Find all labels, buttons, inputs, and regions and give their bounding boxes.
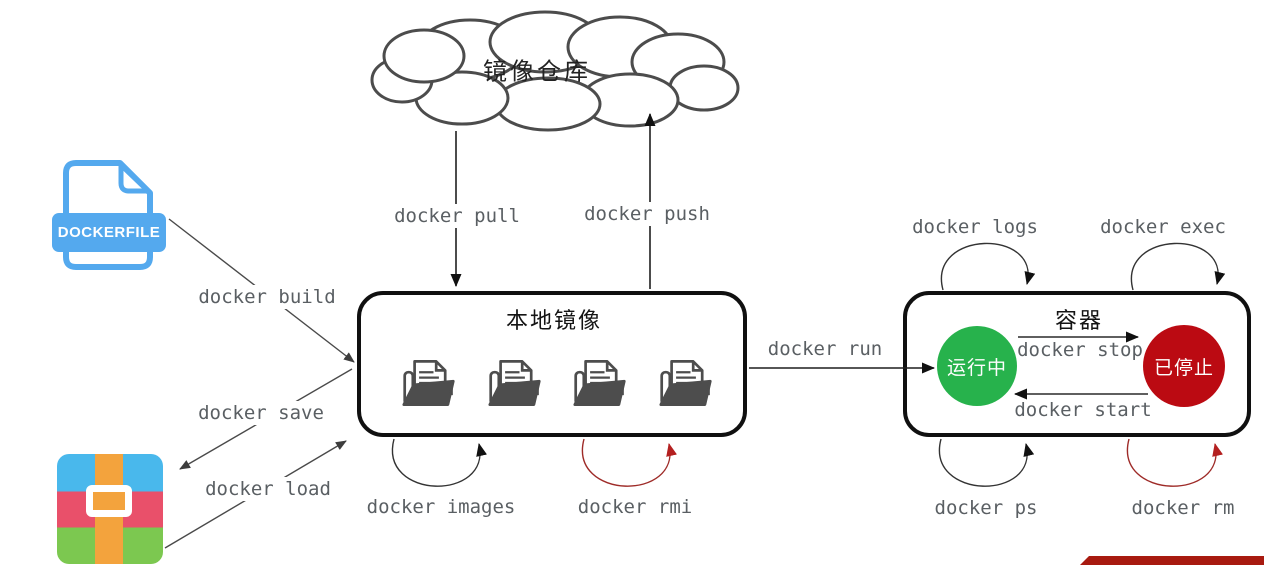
image-folder-icon [402,360,455,406]
docker-logs-loop-arrow [940,242,1036,291]
running-state-label: 运行中 [946,356,1007,379]
dockerfile-banner-label: DOCKERFILE [52,213,166,252]
docker-rmi-label: docker rmi [577,496,693,518]
archive-tar-icon [57,454,163,564]
image-folder-icon [573,360,626,406]
docker-build-label: docker build [194,285,340,309]
local-images-title: 本地镜像 [505,309,603,334]
container-title: 容器 [1054,309,1104,334]
docker-rm-label: docker rm [1131,497,1235,519]
docker-stop-label: docker stop [1017,339,1143,361]
stopped-state-badge: 已停止 [1143,325,1225,407]
docker-images-label: docker images [366,496,516,518]
running-state-badge: 运行中 [937,326,1017,406]
docker-pull-label: docker pull [390,204,524,228]
docker-images-loop-arrow [391,438,487,487]
stopped-state-label: 已停止 [1153,356,1214,379]
docker-exec-label: docker exec [1100,216,1226,238]
docker-rm-loop-arrow [1126,438,1223,487]
image-folder-icon [488,360,541,406]
archive-buckle [86,485,132,517]
bottom-red-bar [1080,556,1264,565]
docker-logs-label: docker logs [912,216,1038,238]
registry-cloud-label: 镜像仓库 [483,57,591,86]
docker-rmi-loop-arrow [581,438,677,487]
image-folder-icon [659,360,712,406]
docker-run-label: docker run [767,338,883,360]
docker-start-label: docker start [1014,399,1152,421]
docker-exec-loop-arrow [1130,242,1226,291]
docker-push-label: docker push [580,202,714,226]
docker-load-label: docker load [201,477,335,501]
docker-ps-label: docker ps [934,497,1038,519]
docker-save-label: docker save [194,401,328,425]
docker-ps-loop-arrow [938,438,1035,487]
